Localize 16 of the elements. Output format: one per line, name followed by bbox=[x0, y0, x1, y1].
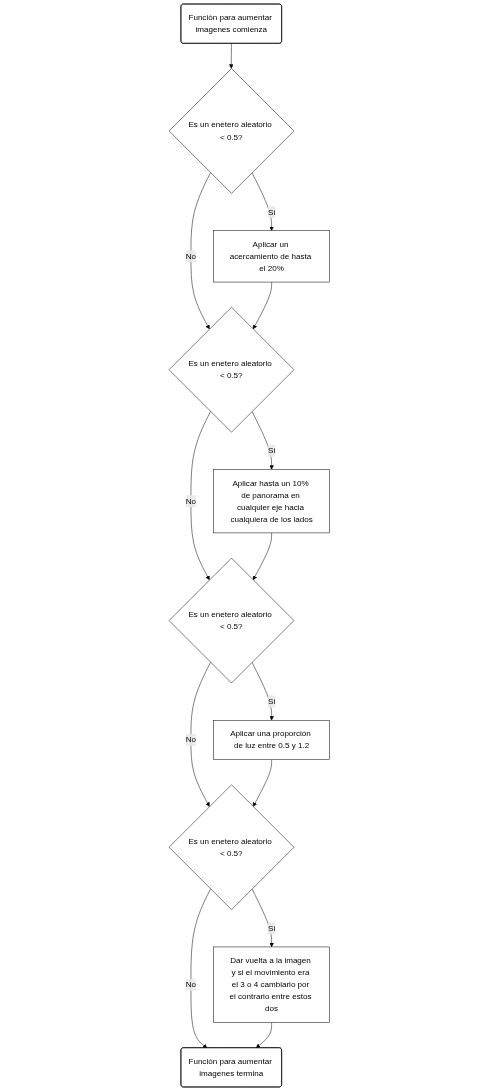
node-box: Aplicar una proporción de luz entre 0.5 y 1.2 bbox=[213, 720, 330, 760]
node-box: Aplicar hasta un 10% de panorama en cualquier eje hacia cualquiera de los lados bbox=[213, 469, 330, 534]
edge-label: Si bbox=[267, 207, 275, 217]
edge-label: No bbox=[185, 496, 196, 506]
edge-label: Si bbox=[267, 697, 275, 706]
node-box: Aplicar un acercamiento de hasta el 20% bbox=[213, 230, 330, 283]
node-diamond: Es un enetero aleatorio < 0.5? bbox=[168, 307, 294, 433]
edge-label: No bbox=[185, 980, 196, 989]
node-diamond: Es un enetero aleatorio < 0.5? bbox=[168, 68, 294, 194]
node-box: Dar vuelta a la imagen y si el movimiento era el 3 o 4 cambiarlo por el contrario entre estos dos bbox=[213, 946, 330, 1023]
edge-label: No bbox=[185, 735, 196, 744]
node-diamond: Es un enetero aleatorio < 0.5? bbox=[168, 784, 294, 910]
node-diamond: Es un enetero aleatorio < 0.5? bbox=[168, 557, 294, 684]
edge-label: Si bbox=[267, 446, 275, 455]
edge-label: No bbox=[185, 251, 196, 261]
edge-label: Si bbox=[267, 923, 275, 933]
